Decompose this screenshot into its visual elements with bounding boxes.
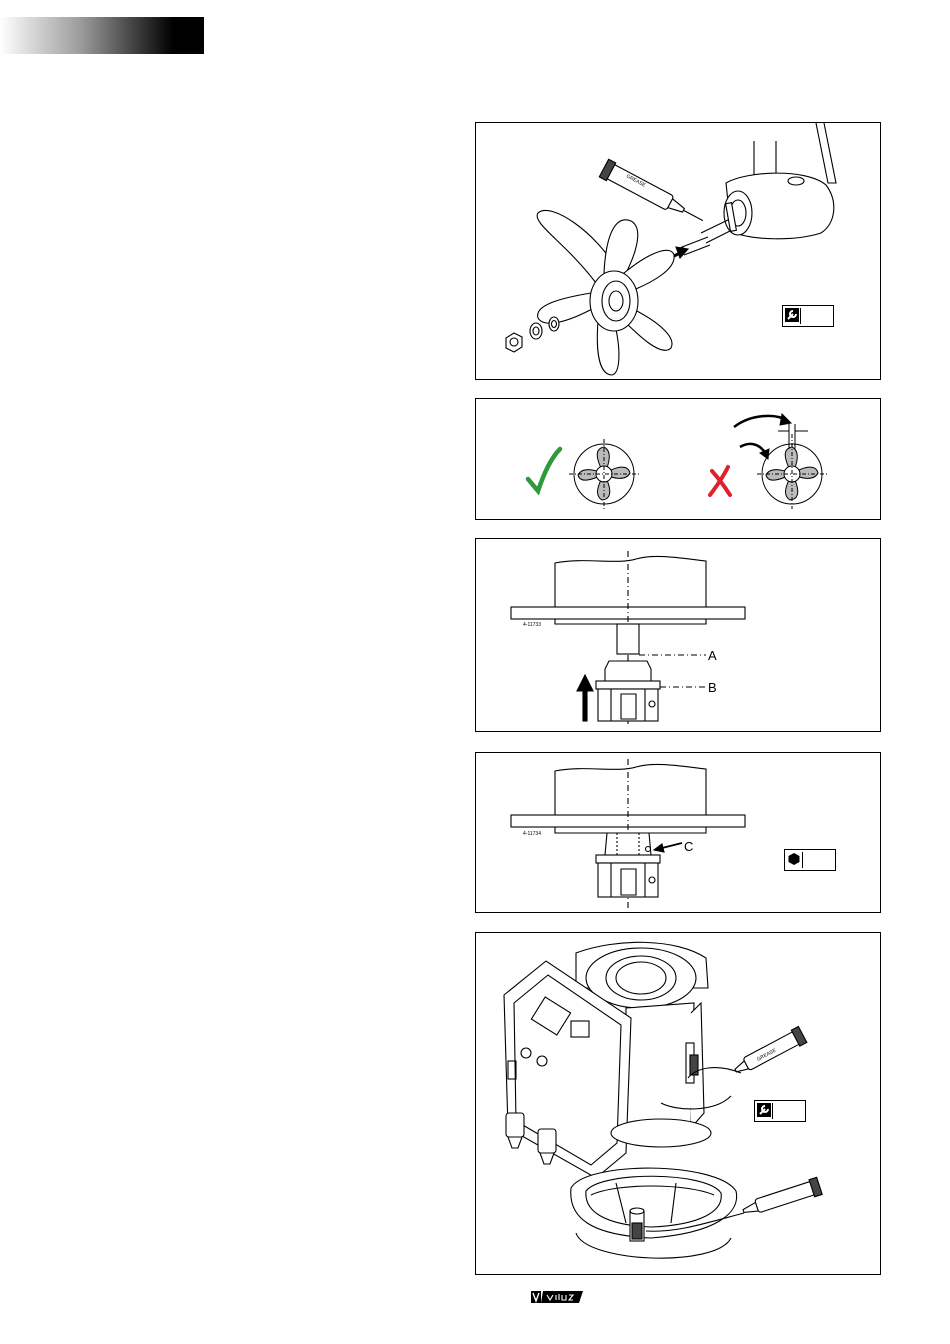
label-b: B	[708, 680, 717, 695]
orientation-illustration	[476, 399, 882, 521]
torque-spec-box	[784, 849, 836, 871]
cross-icon	[710, 467, 730, 495]
part-number-label: 4-11733	[523, 622, 541, 628]
label-c: C	[684, 839, 693, 854]
motor-assembly-illustration: GREASE	[476, 933, 882, 1276]
propeller-grease-illustration: GREASE	[476, 123, 882, 381]
figure-coupling-setscrew: 4-11734 C	[475, 752, 881, 913]
figure-motor-assembly: GREASE	[475, 932, 881, 1275]
header-gradient-bar	[0, 17, 204, 54]
figure-propeller-grease: GREASE	[475, 122, 881, 380]
hex-nut-icon	[787, 852, 803, 868]
wrench-icon	[785, 308, 801, 324]
wrench-icon	[757, 1103, 773, 1119]
torque-spec-box	[782, 305, 834, 327]
coupling-illustration: 4-11733 A B	[476, 539, 882, 733]
figure-propeller-orientation	[475, 398, 881, 520]
label-a: A	[708, 648, 717, 663]
vetus-logo-icon	[531, 1291, 583, 1303]
setscrew-illustration: 4-11734 C	[476, 753, 882, 914]
part-number-label: 4-11734	[523, 831, 541, 837]
figure-coupling-alignment: 4-11733 A B	[475, 538, 881, 732]
check-icon	[528, 449, 560, 491]
torque-spec-box	[754, 1100, 806, 1122]
